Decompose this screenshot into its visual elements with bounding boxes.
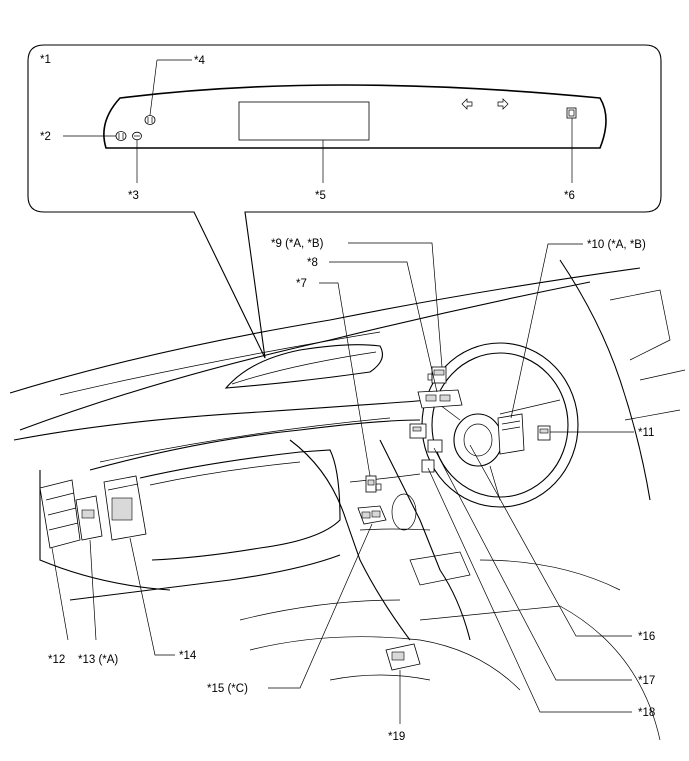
component-12: [39, 479, 81, 549]
component-15: [357, 505, 387, 525]
component-8: [417, 389, 463, 409]
callout-12: *12: [48, 654, 65, 666]
callout-6: *6: [564, 190, 575, 202]
callout-19: *19: [388, 731, 405, 743]
switch-button-icon: [566, 107, 577, 119]
callout-17: *17: [638, 675, 655, 687]
callout-16: *16: [638, 631, 655, 643]
light-sensor-part: [144, 115, 156, 125]
dashboard-illustration: [9, 259, 686, 741]
detail-callout-box: [27, 44, 662, 359]
multi-display-unit: [238, 101, 370, 141]
callout-15: *15 (*C): [207, 683, 248, 695]
switch-part-3: [132, 131, 142, 141]
arrow-right-icon: [497, 98, 509, 110]
component-7: [365, 475, 382, 493]
callout-7: *7: [296, 278, 307, 290]
component-13: [75, 495, 103, 541]
callout-5: *5: [315, 190, 326, 202]
callout-8: *8: [307, 257, 318, 269]
callout-11: *11: [638, 427, 654, 439]
component-9: [427, 366, 447, 384]
component-11: [537, 425, 551, 441]
callout-13: *13 (*A): [78, 654, 118, 666]
callout-10: *10 (*A, *B): [587, 239, 646, 251]
callout-14: *14: [179, 650, 197, 662]
callout-2: *2: [40, 131, 51, 143]
callout-3: *3: [128, 190, 139, 202]
component-10: [497, 413, 525, 455]
switch-part-2: [115, 131, 127, 141]
component-16-17-18: [409, 423, 443, 473]
component-14: [103, 475, 147, 541]
arrow-left-icon: [461, 98, 473, 110]
instrument-panel-detail: [103, 84, 607, 149]
callout-4: *4: [194, 55, 205, 67]
component-19: [385, 643, 421, 671]
callout-9: *9 (*A, *B): [271, 238, 324, 250]
callout-18: *18: [638, 707, 655, 719]
callout-1: *1: [40, 54, 51, 66]
